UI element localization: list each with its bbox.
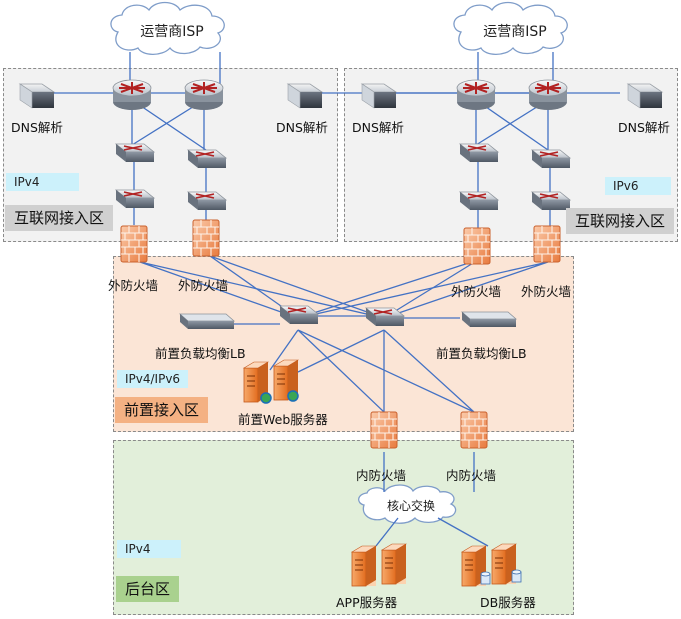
dns-label: DNS解析 — [276, 120, 328, 135]
router-icon — [184, 79, 224, 111]
app-server-icon — [351, 545, 377, 587]
dns-label: DNS解析 — [352, 120, 404, 135]
zone-name-tag: 后台区 — [116, 576, 180, 602]
firewall-icon — [463, 227, 491, 265]
ip-version-tag: IPv4 — [117, 540, 181, 558]
db-server-label: DB服务器 — [480, 595, 536, 610]
firewall-icon — [120, 225, 148, 263]
app-server-label: APP服务器 — [336, 595, 398, 610]
dns-server-icon — [287, 83, 323, 109]
inner-firewall-label: 内防火墙 — [356, 468, 407, 483]
router-icon — [528, 79, 568, 111]
switch-icon — [365, 307, 405, 327]
load-balancer-icon — [461, 311, 517, 328]
switch-icon — [459, 143, 499, 163]
firewall-label: 外防火墙 — [108, 278, 159, 293]
core-switch-label: 核心交换 — [386, 499, 435, 513]
switch-icon — [187, 149, 227, 169]
zone-name-tag: 前置接入区 — [115, 397, 209, 423]
dns-server-icon — [19, 83, 55, 109]
load-balancer-label: 前置负载均衡LB — [436, 346, 527, 361]
router-icon — [112, 79, 152, 111]
switch-icon — [531, 149, 571, 169]
isp-label-right: 运营商ISP — [483, 24, 547, 40]
small-switch-icon — [531, 191, 571, 211]
firewall-label: 外防火墙 — [178, 278, 229, 293]
firewall-label: 外防火墙 — [451, 284, 502, 299]
isp-cloud-left — [110, 1, 225, 56]
load-balancer-icon — [179, 313, 235, 330]
network-links — [54, 52, 620, 547]
firewall-label: 外防火墙 — [521, 284, 572, 299]
ip-version-tag: IPv4 — [6, 173, 79, 191]
app-server-icon — [381, 543, 407, 585]
firewall-icon — [460, 411, 488, 449]
switch-icon — [279, 305, 319, 325]
dns-server-icon — [627, 83, 663, 109]
ip-version-tag: IPv4/IPv6 — [117, 370, 189, 388]
firewall-icon — [192, 219, 220, 257]
dns-label: DNS解析 — [11, 120, 63, 135]
small-switch-icon — [459, 191, 499, 211]
zone-name-tag: 互联网接入区 — [566, 208, 675, 234]
firewall-icon — [370, 411, 398, 449]
globe-icon — [287, 390, 299, 402]
ip-version-tag: IPv6 — [605, 177, 671, 195]
dns-label: DNS解析 — [618, 120, 670, 135]
globe-icon — [260, 392, 272, 404]
firewall-icon — [533, 225, 561, 263]
isp-label-left: 运营商ISP — [140, 24, 204, 40]
zone-name-tag: 互联网接入区 — [5, 205, 114, 231]
load-balancer-label: 前置负载均衡LB — [155, 346, 246, 361]
core-switch-cloud — [358, 484, 457, 524]
isp-cloud-right — [453, 1, 568, 56]
database-icon — [480, 569, 522, 585]
back-zone — [113, 440, 574, 615]
dns-server-icon — [361, 83, 397, 109]
small-switch-icon — [115, 189, 155, 209]
router-icon — [456, 79, 496, 111]
web-server-label: 前置Web服务器 — [238, 412, 328, 427]
small-switch-icon — [187, 191, 227, 211]
inner-firewall-label: 内防火墙 — [446, 468, 497, 483]
switch-icon — [115, 143, 155, 163]
